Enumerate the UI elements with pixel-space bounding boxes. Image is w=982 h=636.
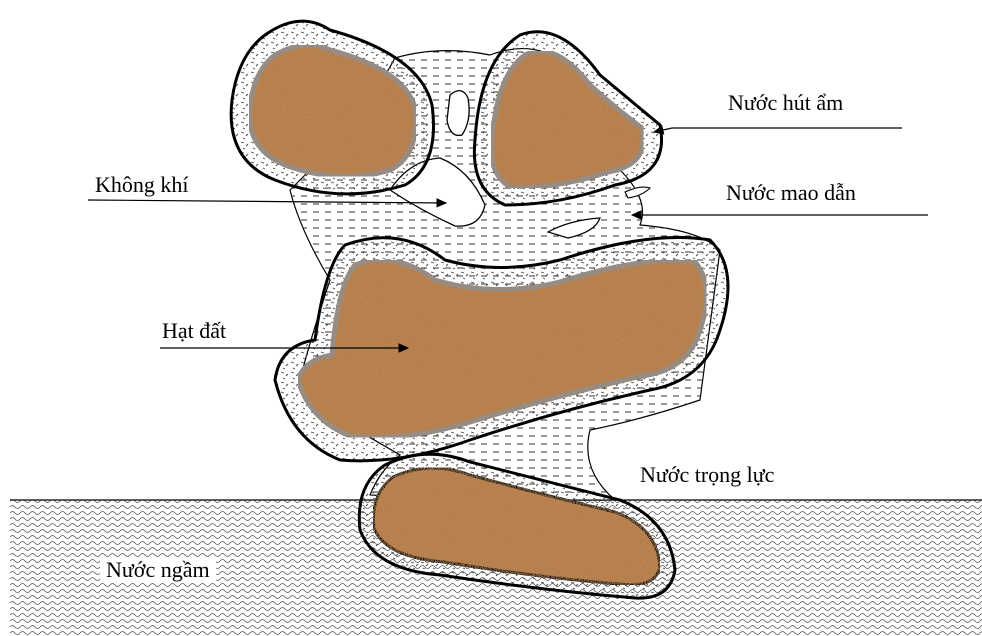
- soil-particle-top-right: [474, 32, 661, 205]
- soil-particle-top-left: [231, 21, 433, 194]
- soil-particle-middle: [275, 238, 728, 461]
- air-pocket-1: [447, 91, 469, 136]
- label-gravitational-water: Nước trọng lực: [640, 462, 774, 488]
- label-soil-particle: Hạt đất: [162, 318, 226, 344]
- label-capillary-water: Nước mao dẫn: [726, 180, 856, 206]
- label-air: Không khí: [95, 172, 189, 198]
- label-hygroscopic-water: Nước hút ẩm: [728, 90, 843, 116]
- label-groundwater: Nước ngầm: [100, 557, 216, 583]
